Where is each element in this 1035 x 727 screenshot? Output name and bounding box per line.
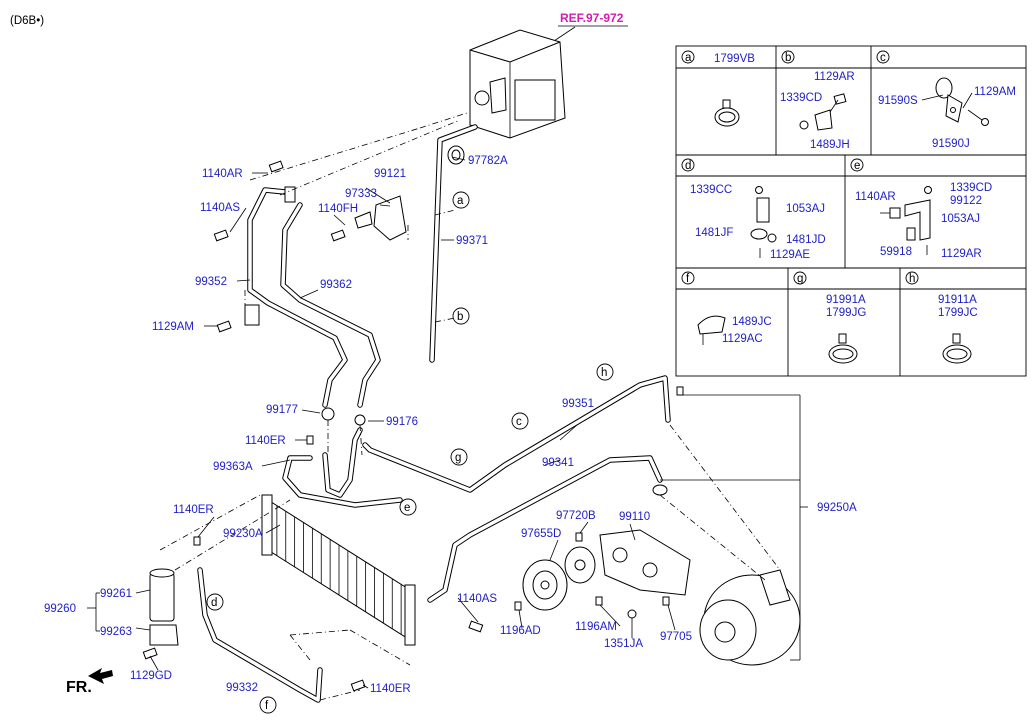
label-1140AS-2: 1140AS bbox=[457, 593, 497, 605]
label-99176: 99176 bbox=[386, 416, 418, 428]
inset-h-part-2: 1799JC bbox=[938, 307, 978, 319]
leader-lines bbox=[87, 111, 808, 701]
label-99352: 99352 bbox=[195, 276, 227, 288]
hvac-unit bbox=[469, 29, 566, 139]
front-arrow-icon bbox=[88, 668, 113, 684]
label-97333: 97333 bbox=[345, 188, 377, 200]
label-99351: 99351 bbox=[562, 398, 594, 410]
inset-d-part-4: 1481JD bbox=[786, 234, 826, 246]
inset-letter-c: c bbox=[880, 52, 886, 64]
pulley-97655D bbox=[522, 559, 568, 611]
inset-letter-b: b bbox=[785, 52, 791, 64]
label-97720B: 97720B bbox=[556, 510, 596, 522]
inset-table: a b c d e f g h 1799VB 1129AR 1339CD 148… bbox=[675, 45, 1027, 377]
label-1140FH: 1140FH bbox=[318, 203, 358, 215]
inset-e-part-4: 1053AJ bbox=[941, 213, 980, 225]
callout-d: d bbox=[211, 597, 217, 609]
compressor-bracket bbox=[599, 529, 691, 596]
inset-letter-f: f bbox=[686, 273, 690, 285]
label-1196AM: 1196AM bbox=[575, 621, 617, 633]
inset-g-part-2: 1799JG bbox=[826, 307, 866, 319]
inset-letter-g: g bbox=[797, 273, 803, 285]
label-99362: 99362 bbox=[320, 279, 352, 291]
label-97655D: 97655D bbox=[521, 528, 561, 540]
inset-letter-h: h bbox=[909, 273, 915, 285]
label-99260: 99260 bbox=[44, 603, 76, 615]
inset-f-part-2: 1129AC bbox=[722, 333, 763, 345]
inset-h-part-1: 91911A bbox=[938, 294, 977, 306]
label-99263: 99263 bbox=[100, 626, 132, 638]
inset-e-part-5: 59918 bbox=[880, 246, 912, 258]
inset-letter-d: d bbox=[685, 160, 691, 172]
label-97705: 97705 bbox=[660, 631, 692, 643]
label-99363A: 99363A bbox=[213, 461, 253, 473]
inset-e-part-6: 1129AR bbox=[941, 248, 982, 260]
label-1140AS: 1140AS bbox=[200, 202, 240, 214]
label-99261: 99261 bbox=[100, 588, 132, 600]
part-labels: 97782A 99371 1140AR 99121 97333 1140FH 1… bbox=[44, 155, 857, 695]
callout-c: c bbox=[516, 416, 522, 428]
inset-c-part-3: 91590J bbox=[932, 138, 970, 150]
label-99121: 99121 bbox=[374, 168, 406, 180]
callout-f: f bbox=[265, 700, 269, 712]
inset-f-part-1: 1489JC bbox=[732, 316, 772, 328]
inset-d-part-5: 1129AE bbox=[770, 249, 810, 261]
inset-c-part-1: 91590S bbox=[878, 95, 918, 107]
label-1129GD: 1129GD bbox=[130, 670, 172, 682]
callout-a: a bbox=[457, 195, 464, 207]
condenser bbox=[261, 494, 416, 646]
label-99177: 99177 bbox=[266, 404, 298, 416]
inset-a-part-1: 1799VB bbox=[714, 53, 755, 65]
inset-e-part-2: 1339CD bbox=[950, 182, 992, 194]
label-99332: 99332 bbox=[226, 682, 258, 694]
header-code: (D6B•) bbox=[10, 15, 44, 27]
callout-e: e bbox=[404, 502, 410, 514]
label-99371: 99371 bbox=[456, 235, 488, 247]
label-97782A: 97782A bbox=[468, 155, 508, 167]
label-99250A: 99250A bbox=[817, 502, 857, 514]
callout-b: b bbox=[457, 311, 463, 323]
inset-d-part-1: 1339CC bbox=[690, 184, 732, 196]
label-99230A: 99230A bbox=[223, 528, 263, 540]
inset-e-part-3: 99122 bbox=[950, 195, 982, 207]
label-1196AD: 1196AD bbox=[500, 625, 541, 637]
bracket-99121 bbox=[373, 195, 407, 241]
label-1140AR: 1140AR bbox=[202, 168, 243, 180]
callouts: a b c d e f g h bbox=[206, 191, 614, 714]
label-1140ER-1: 1140ER bbox=[245, 435, 286, 447]
inset-d-part-2: 1053AJ bbox=[786, 203, 825, 215]
pulley-97720B bbox=[564, 546, 596, 584]
label-99341: 99341 bbox=[542, 457, 574, 469]
inset-b-part-3: 1489JH bbox=[810, 139, 850, 151]
label-1140ER-2: 1140ER bbox=[173, 504, 214, 516]
label-1351JA: 1351JA bbox=[604, 638, 643, 650]
inset-b-part-1: 1129AR bbox=[814, 71, 855, 83]
inset-letter-a: a bbox=[685, 52, 692, 64]
pipes bbox=[197, 124, 671, 703]
inset-b-part-2: 1339CD bbox=[780, 92, 822, 104]
receiver-dryer bbox=[149, 568, 179, 646]
callout-g: g bbox=[455, 452, 461, 464]
label-1140ER-3: 1140ER bbox=[370, 683, 411, 695]
compressor bbox=[699, 569, 801, 666]
inset-c-part-2: 1129AM bbox=[974, 86, 1016, 98]
callout-h: h bbox=[601, 367, 607, 379]
inset-d-part-3: 1481JF bbox=[695, 227, 733, 239]
inset-e-part-1: 1140AR bbox=[855, 191, 896, 203]
label-99110: 99110 bbox=[619, 511, 650, 523]
reference-label: REF.97-972 bbox=[560, 11, 624, 25]
inset-letter-e: e bbox=[854, 160, 860, 172]
inset-g-part-1: 91991A bbox=[826, 294, 866, 306]
direction-label: FR. bbox=[66, 679, 92, 696]
label-1129AM: 1129AM bbox=[152, 321, 194, 333]
